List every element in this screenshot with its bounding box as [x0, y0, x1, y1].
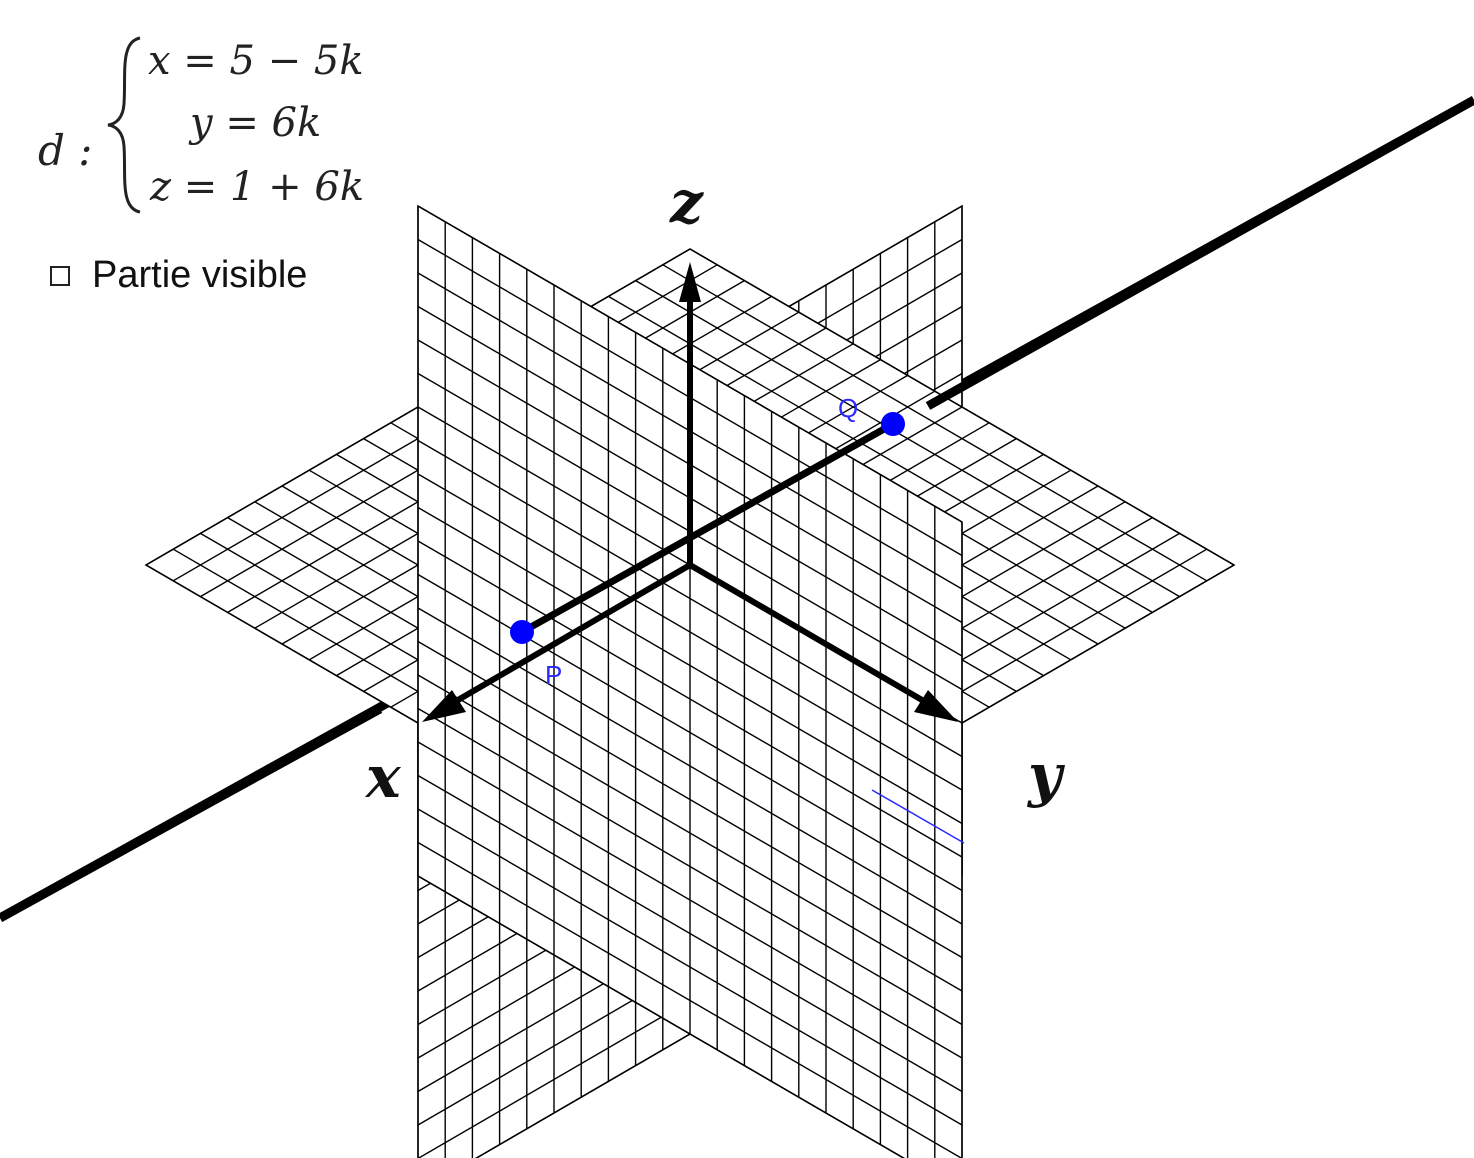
y-axis-label: y [1026, 741, 1066, 809]
partie-visible-checkbox[interactable]: Partie visible [50, 254, 307, 297]
equation-y: y = 6k [190, 100, 322, 146]
checkbox-box[interactable] [50, 265, 70, 286]
grid-line [417, 439, 963, 758]
checkbox-label: Partie visible [92, 254, 308, 296]
equation-brace [107, 36, 141, 214]
x-axis [456, 562, 692, 703]
y-axis [688, 562, 924, 703]
yz-plane [417, 204, 963, 1158]
grid-line [417, 473, 963, 791]
equation-x: x = 5 − 5k [148, 38, 364, 84]
equation-z: z = 1 + 6k [150, 164, 365, 210]
z-axis-label: z [669, 168, 704, 236]
grid-line [417, 506, 963, 825]
line-d-front-lower [0, 705, 383, 922]
point-q-label: Q [838, 393, 858, 423]
y-axis-arrowhead [914, 690, 958, 722]
line-equation: d : x = 5 − 5k y = 6k z = 1 + 6k [30, 30, 400, 220]
point-p-label: P [545, 660, 562, 690]
axes [422, 262, 958, 722]
x-axis-arrowhead [422, 690, 466, 722]
projection-line [871, 789, 965, 844]
point-p[interactable] [510, 620, 534, 644]
point-q[interactable] [881, 412, 905, 436]
segment-pq [520, 420, 895, 636]
z-axis-arrowhead [679, 262, 701, 302]
grid-line [417, 540, 963, 858]
line-d-front-upper [925, 96, 1474, 410]
x-axis-label: x [364, 743, 402, 811]
equation-name: d : [38, 126, 93, 175]
